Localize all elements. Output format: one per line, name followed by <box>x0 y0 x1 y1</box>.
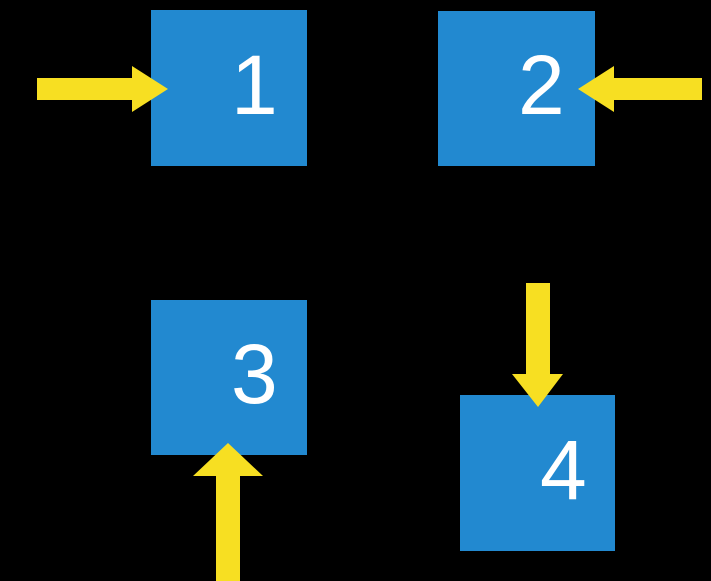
arrow-left-into-box-2[interactable] <box>578 66 702 112</box>
arrow-up-into-box-3[interactable] <box>193 443 263 581</box>
node-label-3: 3 <box>231 327 278 421</box>
node-box-4[interactable] <box>460 395 615 551</box>
node-box-2[interactable] <box>438 11 595 166</box>
arrow-down-into-box-4[interactable] <box>512 283 563 407</box>
node-box-1[interactable] <box>151 10 307 166</box>
arrow-right-into-box-1[interactable] <box>37 66 168 112</box>
node-box-3[interactable] <box>151 300 307 455</box>
node-label-1: 1 <box>231 38 278 132</box>
node-label-4: 4 <box>540 423 587 517</box>
node-label-2: 2 <box>518 38 565 132</box>
